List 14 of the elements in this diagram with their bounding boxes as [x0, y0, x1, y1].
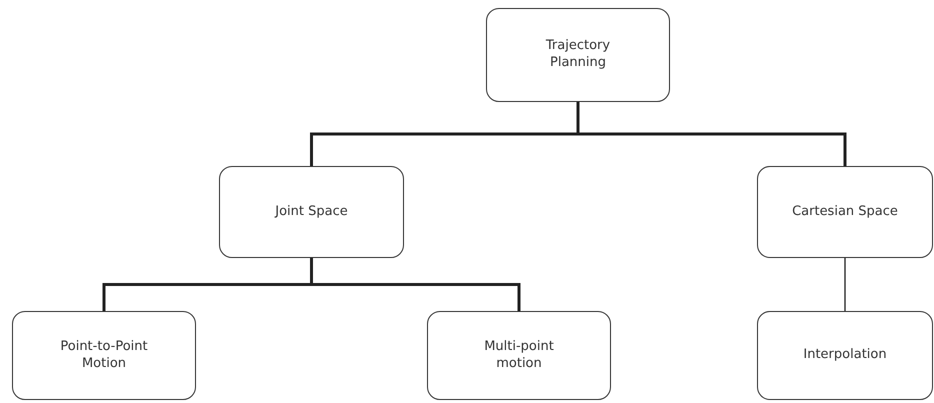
connector-line [576, 102, 846, 166]
process-box [757, 311, 933, 400]
node-label: Multi-point motion [483, 338, 555, 372]
process-box [12, 311, 196, 400]
node-label: Joint Space [274, 204, 349, 220]
node-label: Point-to-Point Motion [59, 338, 149, 372]
node-label: Trajectory Planning [544, 38, 612, 72]
connector-line [844, 258, 846, 311]
process-box [486, 8, 670, 102]
process-box [757, 166, 933, 258]
node-label: Cartesian Space [791, 204, 899, 220]
process-box [427, 311, 611, 400]
process-box [219, 166, 404, 258]
node-label: Interpolation [802, 347, 888, 364]
